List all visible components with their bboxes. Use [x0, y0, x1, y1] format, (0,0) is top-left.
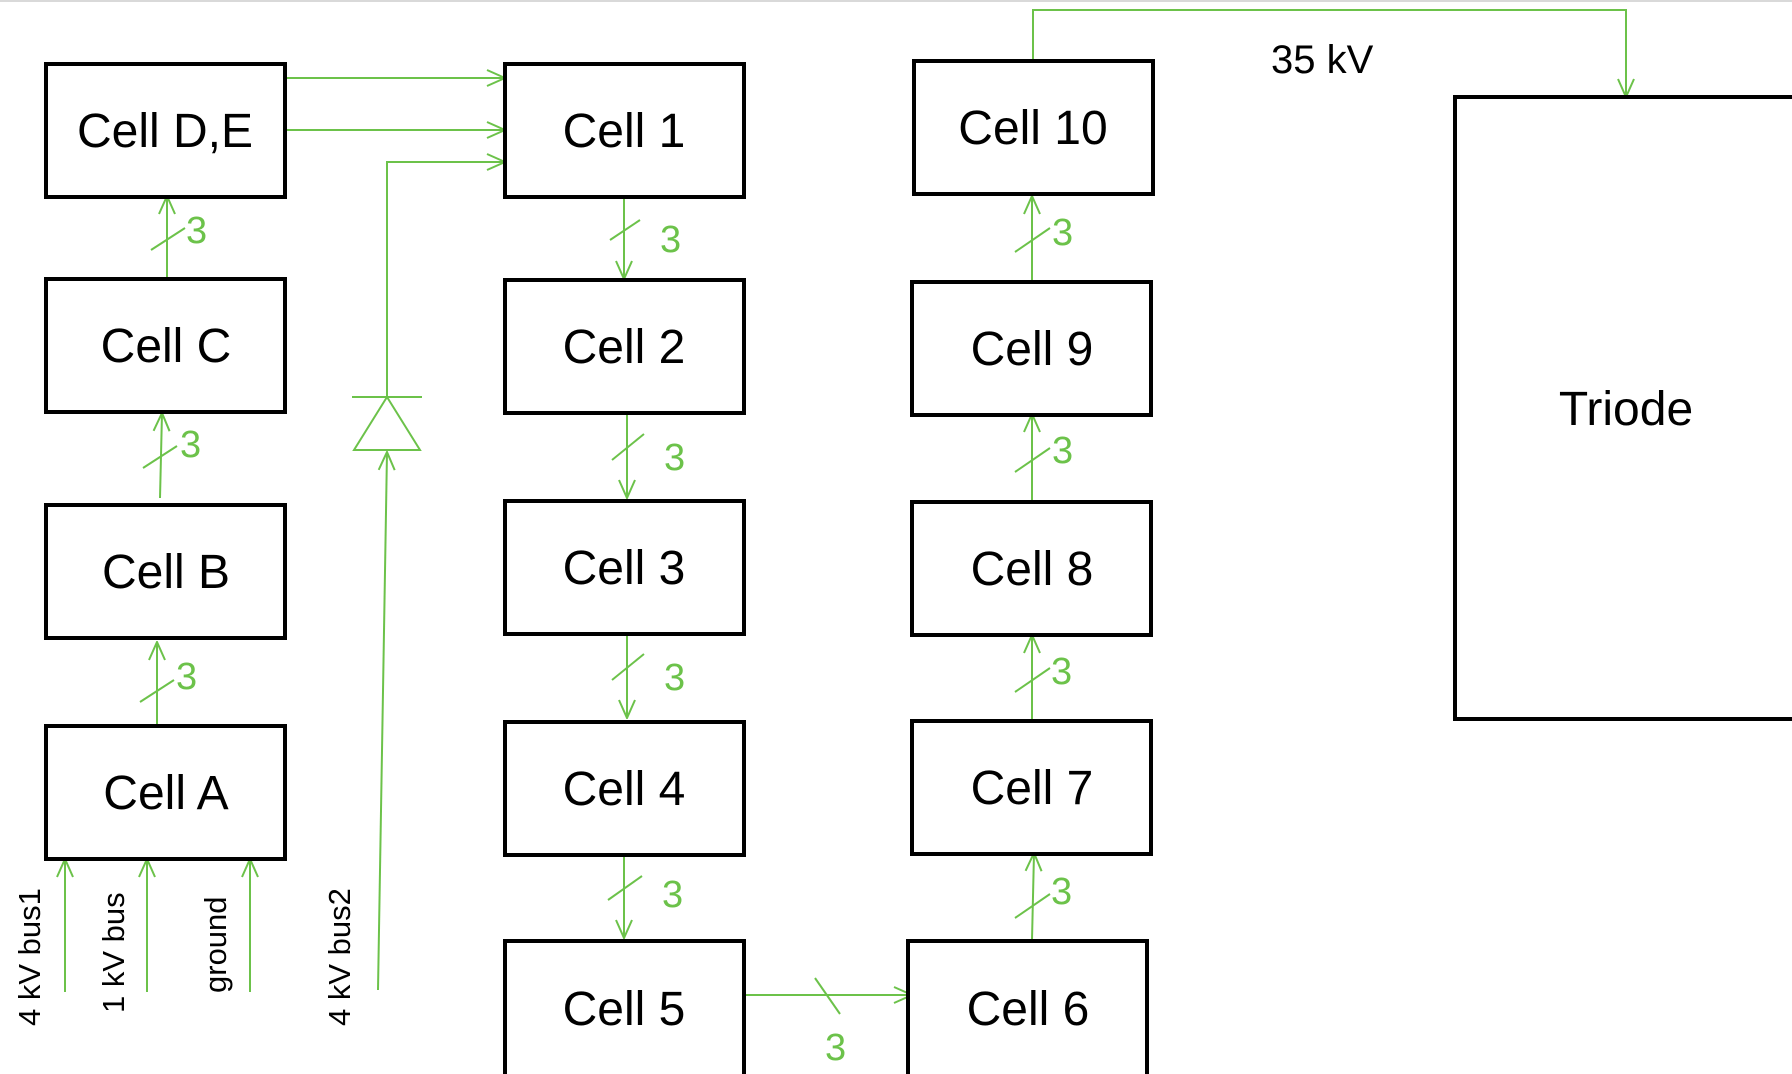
- cell-4-box: [503, 720, 746, 857]
- bus-slash-icon: [1014, 667, 1051, 693]
- width-c-de: 3: [186, 210, 207, 252]
- bus-1kv-label: 1 kV bus: [96, 892, 131, 1013]
- bus-slashes: [139, 219, 1051, 1015]
- bus-slash-icon: [142, 445, 178, 469]
- wire-bus2-diode: [377, 452, 387, 991]
- cell-1-label: Cell 1: [563, 105, 686, 158]
- cell-10-label: Cell 10: [958, 102, 1107, 155]
- hv-label: 35 kV: [1271, 38, 1374, 82]
- cell-b-box: [44, 503, 287, 640]
- cell-c-box: [44, 277, 287, 414]
- bus-slash-icon: [150, 227, 186, 251]
- cell-b-label: Cell B: [102, 546, 230, 599]
- wires: [65, 9, 1626, 995]
- ground-label: ground: [198, 896, 233, 993]
- width-c4-c5: 3: [662, 874, 683, 916]
- bus-slash-icon: [609, 219, 641, 241]
- bus-width-labels: 3 3 3 3 3 3 3 3 3 3 3 3: [176, 210, 1073, 1069]
- bus-slash-icon: [139, 679, 175, 703]
- bus-slash-icon: [814, 977, 841, 1015]
- boxes: [44, 59, 1792, 1074]
- wire-c6-c7: [1032, 853, 1034, 941]
- cell-de-label: Cell D,E: [77, 105, 253, 158]
- width-c5-c6: 3: [825, 1027, 846, 1069]
- triode-label: Triode: [1559, 383, 1693, 436]
- width-c8-c9: 3: [1052, 430, 1073, 472]
- cell-3-label: Cell 3: [563, 542, 686, 595]
- triode-box: [1453, 95, 1792, 721]
- cell-de-box: [44, 62, 287, 199]
- cell-9-box: [910, 280, 1153, 417]
- cell-2-label: Cell 2: [563, 321, 686, 374]
- width-c6-c7: 3: [1051, 871, 1072, 913]
- bus-slash-icon: [607, 875, 643, 901]
- bus-labels: 4 kV bus1 1 kV bus ground 4 kV bus2: [12, 888, 357, 1026]
- cell-3-box: [503, 499, 746, 636]
- width-c1-c2: 3: [660, 219, 681, 261]
- cell-6-label: Cell 6: [967, 983, 1090, 1036]
- width-c2-c3: 3: [664, 437, 685, 479]
- width-c7-c8: 3: [1051, 651, 1072, 693]
- box-labels: Cell D,E Cell C Cell B Cell A Cell 1 Cel…: [77, 102, 1693, 1036]
- width-c3-c4: 3: [664, 657, 685, 699]
- bus-4kv-2-label: 4 kV bus2: [322, 888, 357, 1026]
- width-a-b: 3: [176, 656, 197, 698]
- bus-slash-icon: [1014, 447, 1051, 473]
- cell-9-label: Cell 9: [971, 323, 1094, 376]
- cell-5-label: Cell 5: [563, 983, 686, 1036]
- cell-c-label: Cell C: [101, 320, 232, 373]
- wire-c10-triode: [1032, 9, 1626, 97]
- cell-4-label: Cell 4: [563, 763, 686, 816]
- cell-6-box: [906, 939, 1149, 1074]
- cell-7-label: Cell 7: [971, 762, 1094, 815]
- cell-8-label: Cell 8: [971, 543, 1094, 596]
- cell-a-box: [44, 724, 287, 861]
- bus-4kv-1-label: 4 kV bus1: [12, 888, 47, 1026]
- bus-slash-icon: [611, 653, 645, 681]
- bus-slash-icon: [1014, 227, 1051, 253]
- bus-slash-icon: [1014, 893, 1051, 919]
- cell-7-box: [910, 719, 1153, 856]
- wire-diode-c1: [386, 162, 505, 397]
- cell-2-box: [503, 278, 746, 415]
- diode-symbol-icon: [352, 395, 422, 451]
- cell-10-box: [912, 59, 1155, 196]
- width-b-c: 3: [180, 424, 201, 466]
- cell-a-label: Cell A: [103, 767, 228, 820]
- cell-1-box: [503, 62, 746, 199]
- width-c9-c10: 3: [1052, 212, 1073, 254]
- cell-8-box: [910, 500, 1153, 637]
- bus-slash-icon: [611, 433, 645, 461]
- cell-5-box: [503, 939, 746, 1074]
